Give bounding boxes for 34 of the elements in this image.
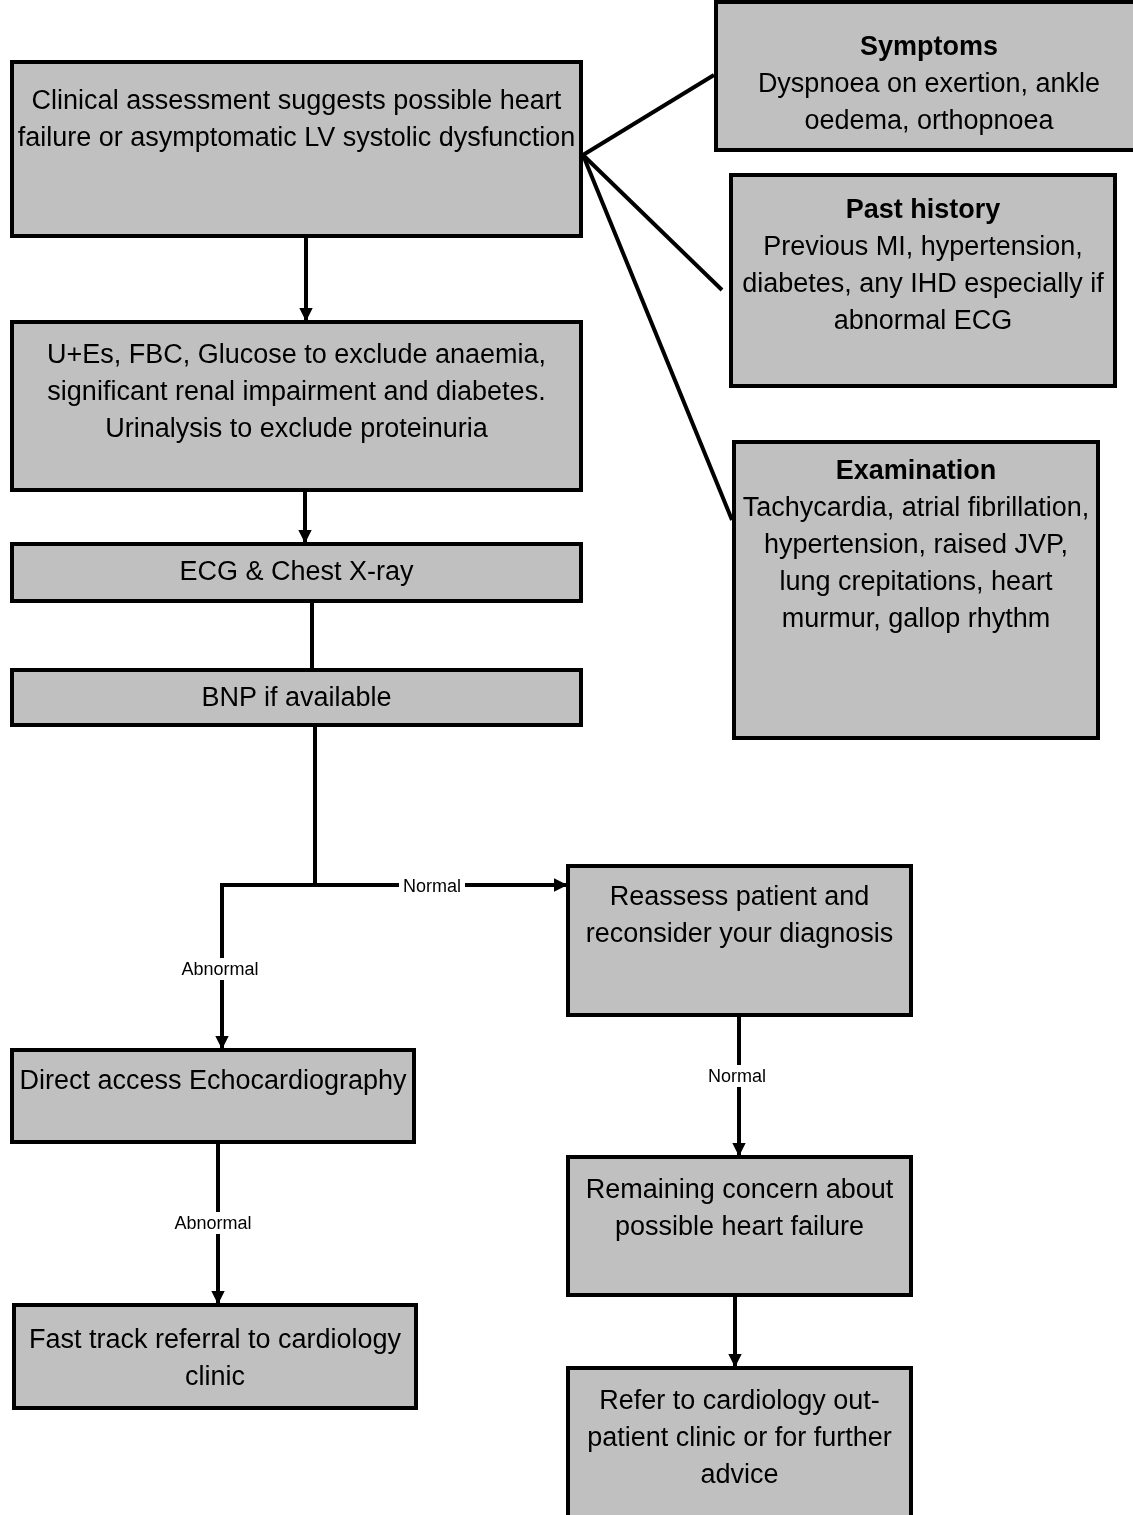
box-text: ECG & Chest X-ray bbox=[179, 555, 414, 588]
box-text: Clinical assessment suggests possible heart failure or asymptomatic LV systolic dysfunction bbox=[16, 84, 577, 154]
box-text: Dyspnoea on exertion, ankle oedema, orthopnoea bbox=[756, 67, 1102, 137]
box-text: Refer to cardiology out-patient clinic or for further advice bbox=[586, 1384, 893, 1491]
box-text: Direct access Echocardiography bbox=[19, 1064, 407, 1097]
info-box bbox=[732, 440, 1100, 740]
process-box bbox=[566, 1155, 913, 1297]
box-heading: Past history bbox=[845, 193, 1001, 226]
process-box bbox=[10, 1048, 416, 1144]
info-box bbox=[729, 173, 1117, 388]
process-box bbox=[10, 320, 583, 492]
box-heading: Examination bbox=[835, 454, 997, 487]
box-text: Previous MI, hypertension, diabetes, any IHD especially if abnormal ECG bbox=[741, 230, 1105, 337]
arrow bbox=[298, 492, 312, 544]
connector-line bbox=[310, 603, 314, 668]
box-heading: Symptoms bbox=[859, 30, 998, 63]
process-box bbox=[10, 668, 583, 727]
box-text: Reassess patient and reconsider your diagnosis bbox=[584, 880, 895, 950]
arrow bbox=[215, 727, 317, 1050]
process-box bbox=[566, 1366, 913, 1515]
arrow bbox=[299, 238, 313, 322]
arrow bbox=[728, 1297, 742, 1368]
arrow bbox=[732, 1017, 746, 1157]
process-box bbox=[12, 1303, 418, 1410]
info-box bbox=[714, 0, 1133, 152]
box-text: Fast track referral to cardiology clinic bbox=[27, 1323, 403, 1393]
box-text: U+Es, FBC, Glucose to exclude anaemia, significant renal impairment and diabetes. Urinalysis to exclude proteinuria bbox=[46, 338, 547, 445]
process-box bbox=[10, 60, 583, 238]
box-text: BNP if available bbox=[201, 681, 392, 714]
process-box bbox=[566, 864, 913, 1017]
arrow bbox=[211, 1144, 225, 1305]
box-text: Tachycardia, atrial fibrillation, hypertension, raised JVP, lung crepitations, heart murmur, gallop rhythm bbox=[741, 491, 1091, 635]
process-box bbox=[10, 542, 583, 603]
box-text: Remaining concern about possible heart failure bbox=[584, 1173, 895, 1243]
